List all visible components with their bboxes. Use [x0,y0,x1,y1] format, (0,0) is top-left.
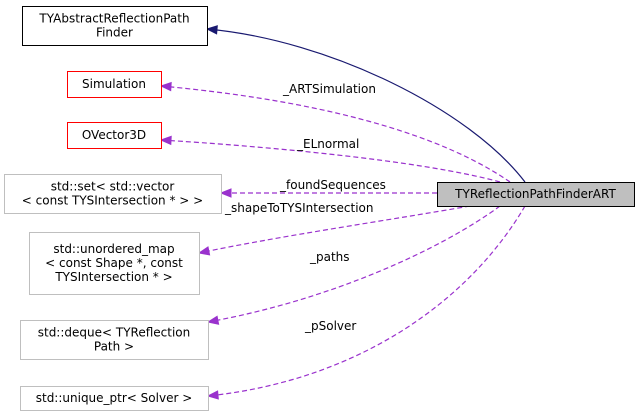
edge-line [198,205,471,254]
edge-line [207,205,526,397]
node-label-line: Path > [94,340,134,354]
edge-e_el_normal [159,135,501,183]
node-box [67,122,162,149]
edge-e_art_sim [159,81,511,183]
node-label-line: < const TYSIntersection * > > [22,194,203,208]
node-label-line: std::unordered_map [53,242,174,256]
arrowhead-icon [219,188,232,198]
edge-e_paths [206,205,501,325]
node-box [437,182,635,207]
edge-e_psolver [206,205,526,400]
node-std-deque[interactable]: std::deque< TYReflectionPath > [20,320,209,360]
arrowhead-icon [159,81,172,92]
edge-e_shape_to_tys [197,205,471,256]
node-box [20,320,209,360]
edge-label-e_el_normal: _ELnormal [296,137,359,151]
edge-label-e_paths: _paths [309,250,350,264]
node-label-line: std::unique_ptr< Solver > [36,391,193,405]
edge-label-e_psolver: _pSolver [304,319,356,333]
node-label-line: std::set< std::vector [51,180,175,194]
edge-line [207,205,501,323]
node-simulation[interactable]: Simulation [67,71,162,98]
arrowhead-icon [159,135,172,146]
node-finder-art[interactable]: TYReflectionPathFinderART [437,182,635,207]
node-label-line: TYSIntersection * > [54,270,172,284]
node-label-line: Simulation [82,77,146,91]
node-label-line: Finder [96,26,133,40]
node-box [4,174,222,214]
arrowhead-icon [206,315,220,325]
node-label-line: TYAbstractReflectionPath [38,12,189,26]
edge-line [160,139,501,183]
edge-label-e_shape_to_tys: _shapeToTYSIntersection [224,201,374,215]
node-box [22,6,208,46]
node-box [29,232,200,295]
edges-layer [159,25,526,400]
node-ovector3d[interactable]: OVector3D [67,122,162,149]
edge-line [160,85,511,183]
edge-labels-layer: _ARTSimulation _ELnormal _foundSequences _s… [224,82,386,333]
node-std-set[interactable]: std::set< std::vector< const TYSIntersec… [4,174,222,214]
node-box [20,386,209,411]
node-label-line: < const Shape *, const [45,256,183,270]
arrowhead-icon [205,25,218,35]
edge-label-e_art_sim: _ARTSimulation [282,82,376,96]
edge-line [206,28,526,183]
node-label-line: TYReflectionPathFinderART [454,187,616,201]
edge-e_found_seq [219,188,437,198]
edge-label-e_found_seq: _foundSequences [279,178,386,192]
arrowhead-icon [206,390,219,400]
node-std-unique-ptr[interactable]: std::unique_ptr< Solver > [20,386,209,411]
node-label-line: OVector3D [82,128,146,142]
arrowhead-icon [197,246,211,256]
edge-inherit [205,25,526,183]
node-label-line: std::deque< TYReflection [38,326,191,340]
node-std-unordered-map[interactable]: std::unordered_map< const Shape *, const… [29,232,200,295]
nodes-layer: TYAbstractReflectionPathFinderSimulation… [4,6,635,411]
node-box [67,71,162,98]
